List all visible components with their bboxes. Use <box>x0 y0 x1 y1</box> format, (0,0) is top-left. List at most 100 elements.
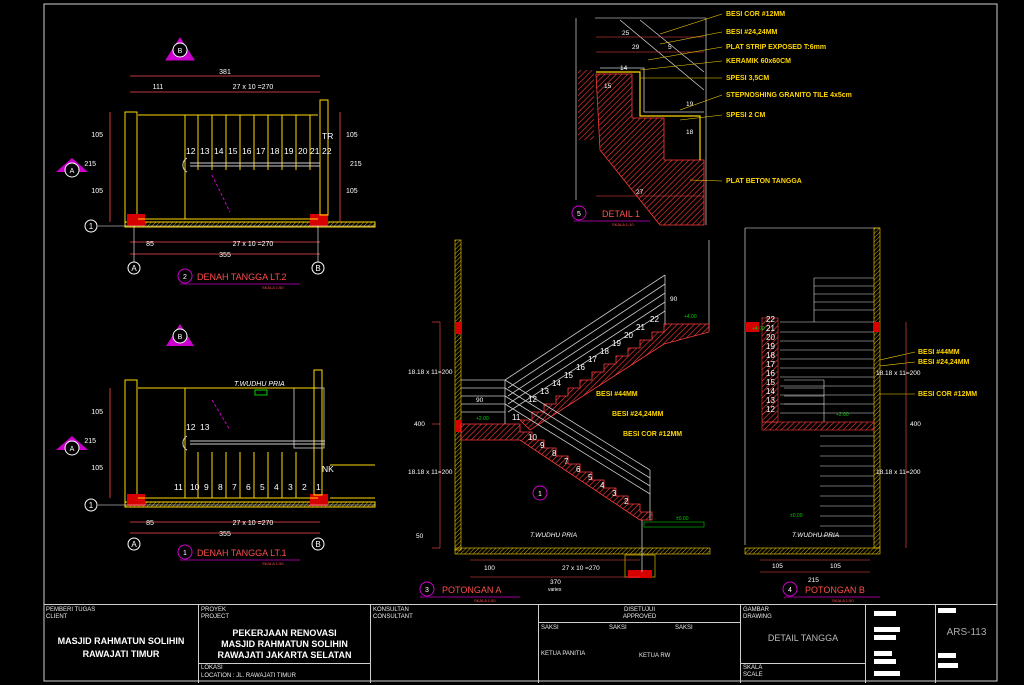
svg-text:13: 13 <box>766 396 775 405</box>
svg-text:6: 6 <box>246 482 251 492</box>
detail-scale: SKALA 1:10 <box>612 222 634 227</box>
svg-text:15: 15 <box>766 378 775 387</box>
dim-355: 355 <box>219 531 231 538</box>
svg-text:50: 50 <box>416 533 424 540</box>
svg-text:NK: NK <box>322 464 334 474</box>
dim-215: 215 <box>84 161 96 168</box>
drawing-label-en: DRAWING <box>743 614 772 620</box>
chair-1: KETUA PANITIA <box>541 651 586 657</box>
tread-labels-upper: 12 13 14 15 16 17 18 19 20 21 22 TR <box>186 131 333 156</box>
title-number: 1 <box>183 550 187 557</box>
svg-text:11: 11 <box>174 482 183 492</box>
plan-title: DENAH TANGGA LT.1 <box>197 548 287 558</box>
landing-slab <box>761 421 875 431</box>
svg-text:21: 21 <box>310 146 320 156</box>
section-a: 22 21 20 19 18 17 16 15 14 13 12 11 10 9… <box>408 239 711 603</box>
svg-text:18.18 x 11=200: 18.18 x 11=200 <box>408 369 453 376</box>
section-a-levels: +4.00 +2.00 ±0.00 <box>476 314 697 522</box>
svg-text:4: 4 <box>600 481 605 490</box>
project-label: PROYEK <box>201 607 227 613</box>
drawing-label: GAMBAR <box>743 607 770 613</box>
treads-upper <box>138 114 320 220</box>
stair-b-lines <box>780 277 874 537</box>
dim-105a: 105 <box>91 132 103 139</box>
approver-1: SAKSI <box>541 625 559 631</box>
svg-text:+4.00: +4.00 <box>684 314 697 320</box>
axis-b-label: B <box>315 264 320 273</box>
dim-215-right: 215 <box>350 161 362 168</box>
dim-105a-right: 105 <box>346 132 358 139</box>
svg-text:BESI #44MM: BESI #44MM <box>918 349 960 356</box>
section-b-label: B <box>178 48 183 55</box>
svg-text:2: 2 <box>302 482 307 492</box>
svg-text:SPESI 2 CM: SPESI 2 CM <box>726 112 765 119</box>
dim-105b: 105 <box>91 188 103 195</box>
scale-label-en: SCALE <box>743 672 763 678</box>
sheet-number: ARS-113 <box>946 627 987 638</box>
svg-text:13: 13 <box>540 387 549 396</box>
section-b-notes: BESI #44MM BESI #24,24MM BESI COR #12MM <box>918 349 977 398</box>
svg-text:21: 21 <box>766 324 775 333</box>
section-b-scale: SKALA 1:50 <box>832 598 854 603</box>
svg-text:18: 18 <box>270 146 280 156</box>
plan-scale: SKALA 1:50 <box>262 561 284 566</box>
sheet-cell: ARS-113 <box>936 605 997 683</box>
finish-line <box>596 71 701 160</box>
wall-right <box>319 99 329 216</box>
svg-text:9: 9 <box>204 482 209 492</box>
svg-text:21: 21 <box>636 323 645 332</box>
plan-scale: SKALA 1:50 <box>262 285 284 290</box>
approval-cell: DISETUJUI APPROVED SAKSI SAKSI SAKSI KET… <box>539 605 741 683</box>
dim-355: 355 <box>219 252 231 259</box>
detail-dims: 25 29 5 15 14 19 18 27 <box>604 30 694 196</box>
dim-111: 111 <box>153 84 164 91</box>
svg-text:T.WUDHU PRIA: T.WUDHU PRIA <box>792 532 839 539</box>
svg-text:16: 16 <box>576 363 585 372</box>
handrails <box>461 274 666 572</box>
svg-text:PLAT STRIP EXPOSED T:6mm: PLAT STRIP EXPOSED T:6mm <box>726 44 826 51</box>
section-b-title: POTONGAN B <box>805 585 865 595</box>
svg-text:10: 10 <box>528 433 537 442</box>
column-b <box>310 494 328 506</box>
step-numbers: 22 21 20 19 18 17 16 15 14 13 12 <box>766 315 775 414</box>
svg-text:20: 20 <box>624 331 633 340</box>
svg-text:10: 10 <box>190 482 200 492</box>
axis-a-bubble <box>127 261 141 275</box>
svg-text:90: 90 <box>476 397 484 404</box>
detail-leaders <box>639 13 723 182</box>
treads-lower <box>138 387 375 499</box>
section-a-notes: BESI #44MM BESI #24,24MM BESI COR #12MM <box>596 391 682 438</box>
dim-85: 85 <box>146 520 154 527</box>
location-label: LOKASI <box>201 665 223 671</box>
svg-text:8: 8 <box>552 449 557 458</box>
project-label-en: PROJECT <box>201 614 230 620</box>
dim-85: 85 <box>146 241 154 248</box>
approver-3: SAKSI <box>675 625 693 631</box>
section-b: 22 21 20 19 18 17 16 15 14 13 12 BESI #4… <box>744 227 977 603</box>
plan-lower: B T.WUDHU PRIA 12 13 11 <box>56 324 376 566</box>
svg-text:105: 105 <box>772 563 783 570</box>
svg-text:19: 19 <box>612 339 621 348</box>
svg-text:27 x 10 =270: 27 x 10 =270 <box>562 565 600 572</box>
project-line-1: PEKERJAAN RENOVASI <box>232 628 337 638</box>
svg-text:370: 370 <box>550 579 561 586</box>
project-cell: PROYEK PROJECT PEKERJAAN RENOVASI MASJID… <box>199 605 371 683</box>
dim-steps-bottom: 27 x 10 =270 <box>233 241 274 248</box>
dim-215: 215 <box>84 438 96 445</box>
project-line-3: RAWAJATI JAKARTA SELATAN <box>217 650 352 660</box>
svg-text:12: 12 <box>186 422 196 432</box>
grid-marker <box>532 485 548 501</box>
title-number: 5 <box>577 211 581 218</box>
svg-text:BESI COR #12MM: BESI COR #12MM <box>726 11 785 18</box>
svg-text:18: 18 <box>686 129 694 136</box>
svg-text:400: 400 <box>910 421 921 428</box>
client-label: PEMBERI TUGAS <box>46 607 96 613</box>
svg-text:18.18 x 11=200: 18.18 x 11=200 <box>408 469 453 476</box>
wall-bottom <box>124 221 376 228</box>
svg-text:15: 15 <box>564 371 573 380</box>
dim-105b: 105 <box>91 465 103 472</box>
column-a <box>127 494 145 506</box>
plan-title: DENAH TANGGA LT.2 <box>197 272 287 282</box>
section-a-dims: 18.18 x 11=200 18.18 x 11=200 400 50 90 … <box>408 296 678 593</box>
section-a-label: A <box>70 168 75 175</box>
